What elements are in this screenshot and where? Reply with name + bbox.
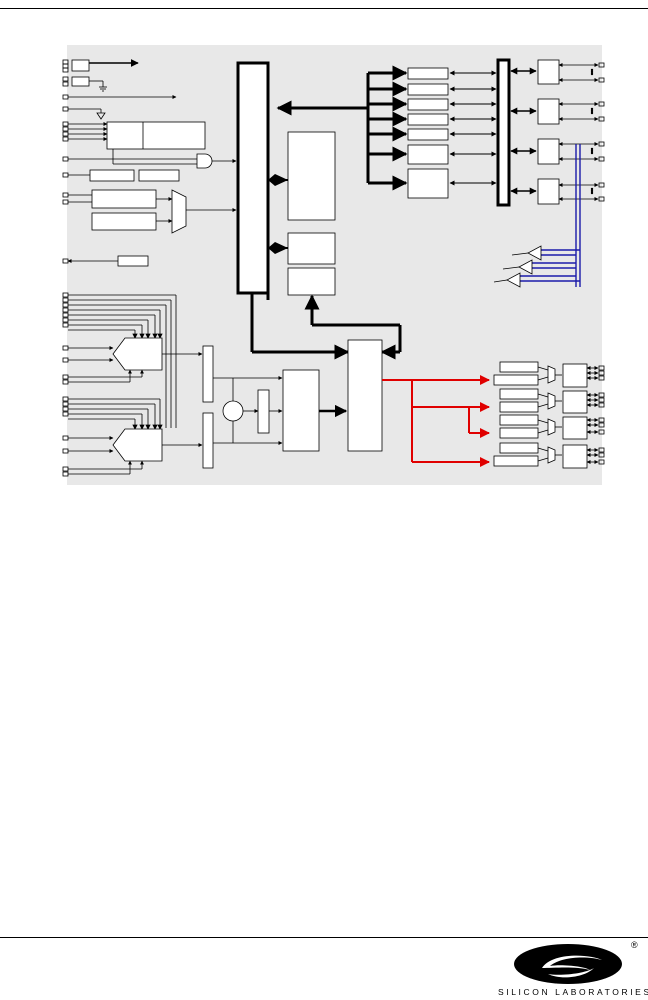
left-pins — [62, 59, 69, 477]
pin — [598, 452, 605, 458]
block-spi — [407, 128, 449, 141]
block-xram — [287, 267, 336, 296]
analog-bus — [520, 144, 581, 287]
out-driver-1 — [562, 390, 588, 414]
block-vref — [117, 255, 149, 267]
block-power — [71, 59, 90, 72]
out-latch-e — [499, 414, 539, 426]
right-pins — [598, 62, 605, 465]
silicon-labs-logo: ® SILICON LABORATORIES — [498, 940, 648, 1000]
out-driver-3 — [562, 444, 588, 469]
out-latch-d — [499, 401, 539, 413]
pin — [598, 392, 605, 398]
pin — [598, 365, 605, 371]
pin — [62, 81, 69, 87]
out-latch-f — [499, 427, 539, 439]
out-latch-h — [493, 455, 539, 467]
top-left-signals — [67, 59, 237, 267]
out-driver-2 — [562, 416, 588, 440]
pin — [598, 375, 605, 381]
pin — [598, 101, 605, 107]
pin — [598, 141, 605, 147]
out-latch-g — [499, 442, 539, 454]
port-driver-0 — [537, 59, 560, 85]
cpu-bus — [236, 61, 402, 360]
block-timers — [407, 144, 449, 165]
pin — [598, 77, 605, 83]
registered-mark: ® — [631, 940, 638, 950]
footer-rule — [0, 937, 648, 938]
block-reset — [89, 169, 135, 182]
out-latch-a — [499, 361, 539, 373]
pin — [598, 370, 605, 376]
block-adc-filter — [257, 389, 270, 434]
port-driver-3 — [537, 178, 560, 205]
port-driver-2 — [537, 138, 560, 165]
adc-section — [68, 294, 383, 475]
sfr-bus — [236, 61, 270, 295]
out-latch-b — [493, 374, 539, 386]
header-rule — [0, 8, 648, 9]
pin — [598, 156, 605, 162]
pin — [598, 402, 605, 408]
pin — [598, 417, 605, 423]
pin — [62, 67, 69, 73]
out-latch-c — [499, 388, 539, 400]
pin — [598, 447, 605, 453]
out-mux — [547, 392, 556, 410]
block-diagram — [62, 45, 605, 485]
pin — [598, 182, 605, 188]
pin — [598, 196, 605, 202]
block-reg — [71, 76, 90, 87]
block-flash — [287, 131, 336, 221]
peripheral-stack — [366, 58, 599, 207]
port-driver-1 — [537, 98, 560, 125]
block-debug — [106, 121, 206, 150]
pin — [598, 422, 605, 428]
pin — [62, 76, 69, 82]
block-data-bus-interface — [347, 339, 383, 452]
out-mux — [547, 418, 556, 436]
block-clock-detect — [138, 169, 180, 182]
pin — [598, 62, 605, 68]
logo-wordmark: SILICON LABORATORIES — [498, 987, 648, 997]
block-adc — [282, 369, 320, 452]
crossbar — [496, 58, 511, 207]
block-ext-osc — [91, 189, 157, 209]
output-stages — [493, 361, 599, 469]
pin — [598, 429, 605, 435]
block-port-latch-1 — [407, 83, 449, 96]
block-pca — [407, 168, 449, 199]
block-pga-1 — [202, 412, 214, 469]
comparators — [493, 245, 542, 288]
out-driver-0 — [562, 363, 588, 388]
pin — [598, 459, 605, 465]
block-pga-0 — [202, 345, 214, 403]
block-int-osc — [91, 212, 157, 231]
pca-outputs — [382, 375, 490, 467]
pin — [598, 397, 605, 403]
summing-node — [222, 400, 244, 422]
block-port-latch-0 — [407, 67, 449, 80]
out-mux — [547, 365, 556, 384]
out-mux — [547, 446, 556, 464]
clock-mux — [171, 189, 187, 234]
block-uart — [407, 98, 449, 111]
block-ram — [287, 232, 336, 265]
logo-mark-icon — [514, 944, 622, 984]
pin — [598, 116, 605, 122]
block-smbus — [407, 113, 449, 126]
